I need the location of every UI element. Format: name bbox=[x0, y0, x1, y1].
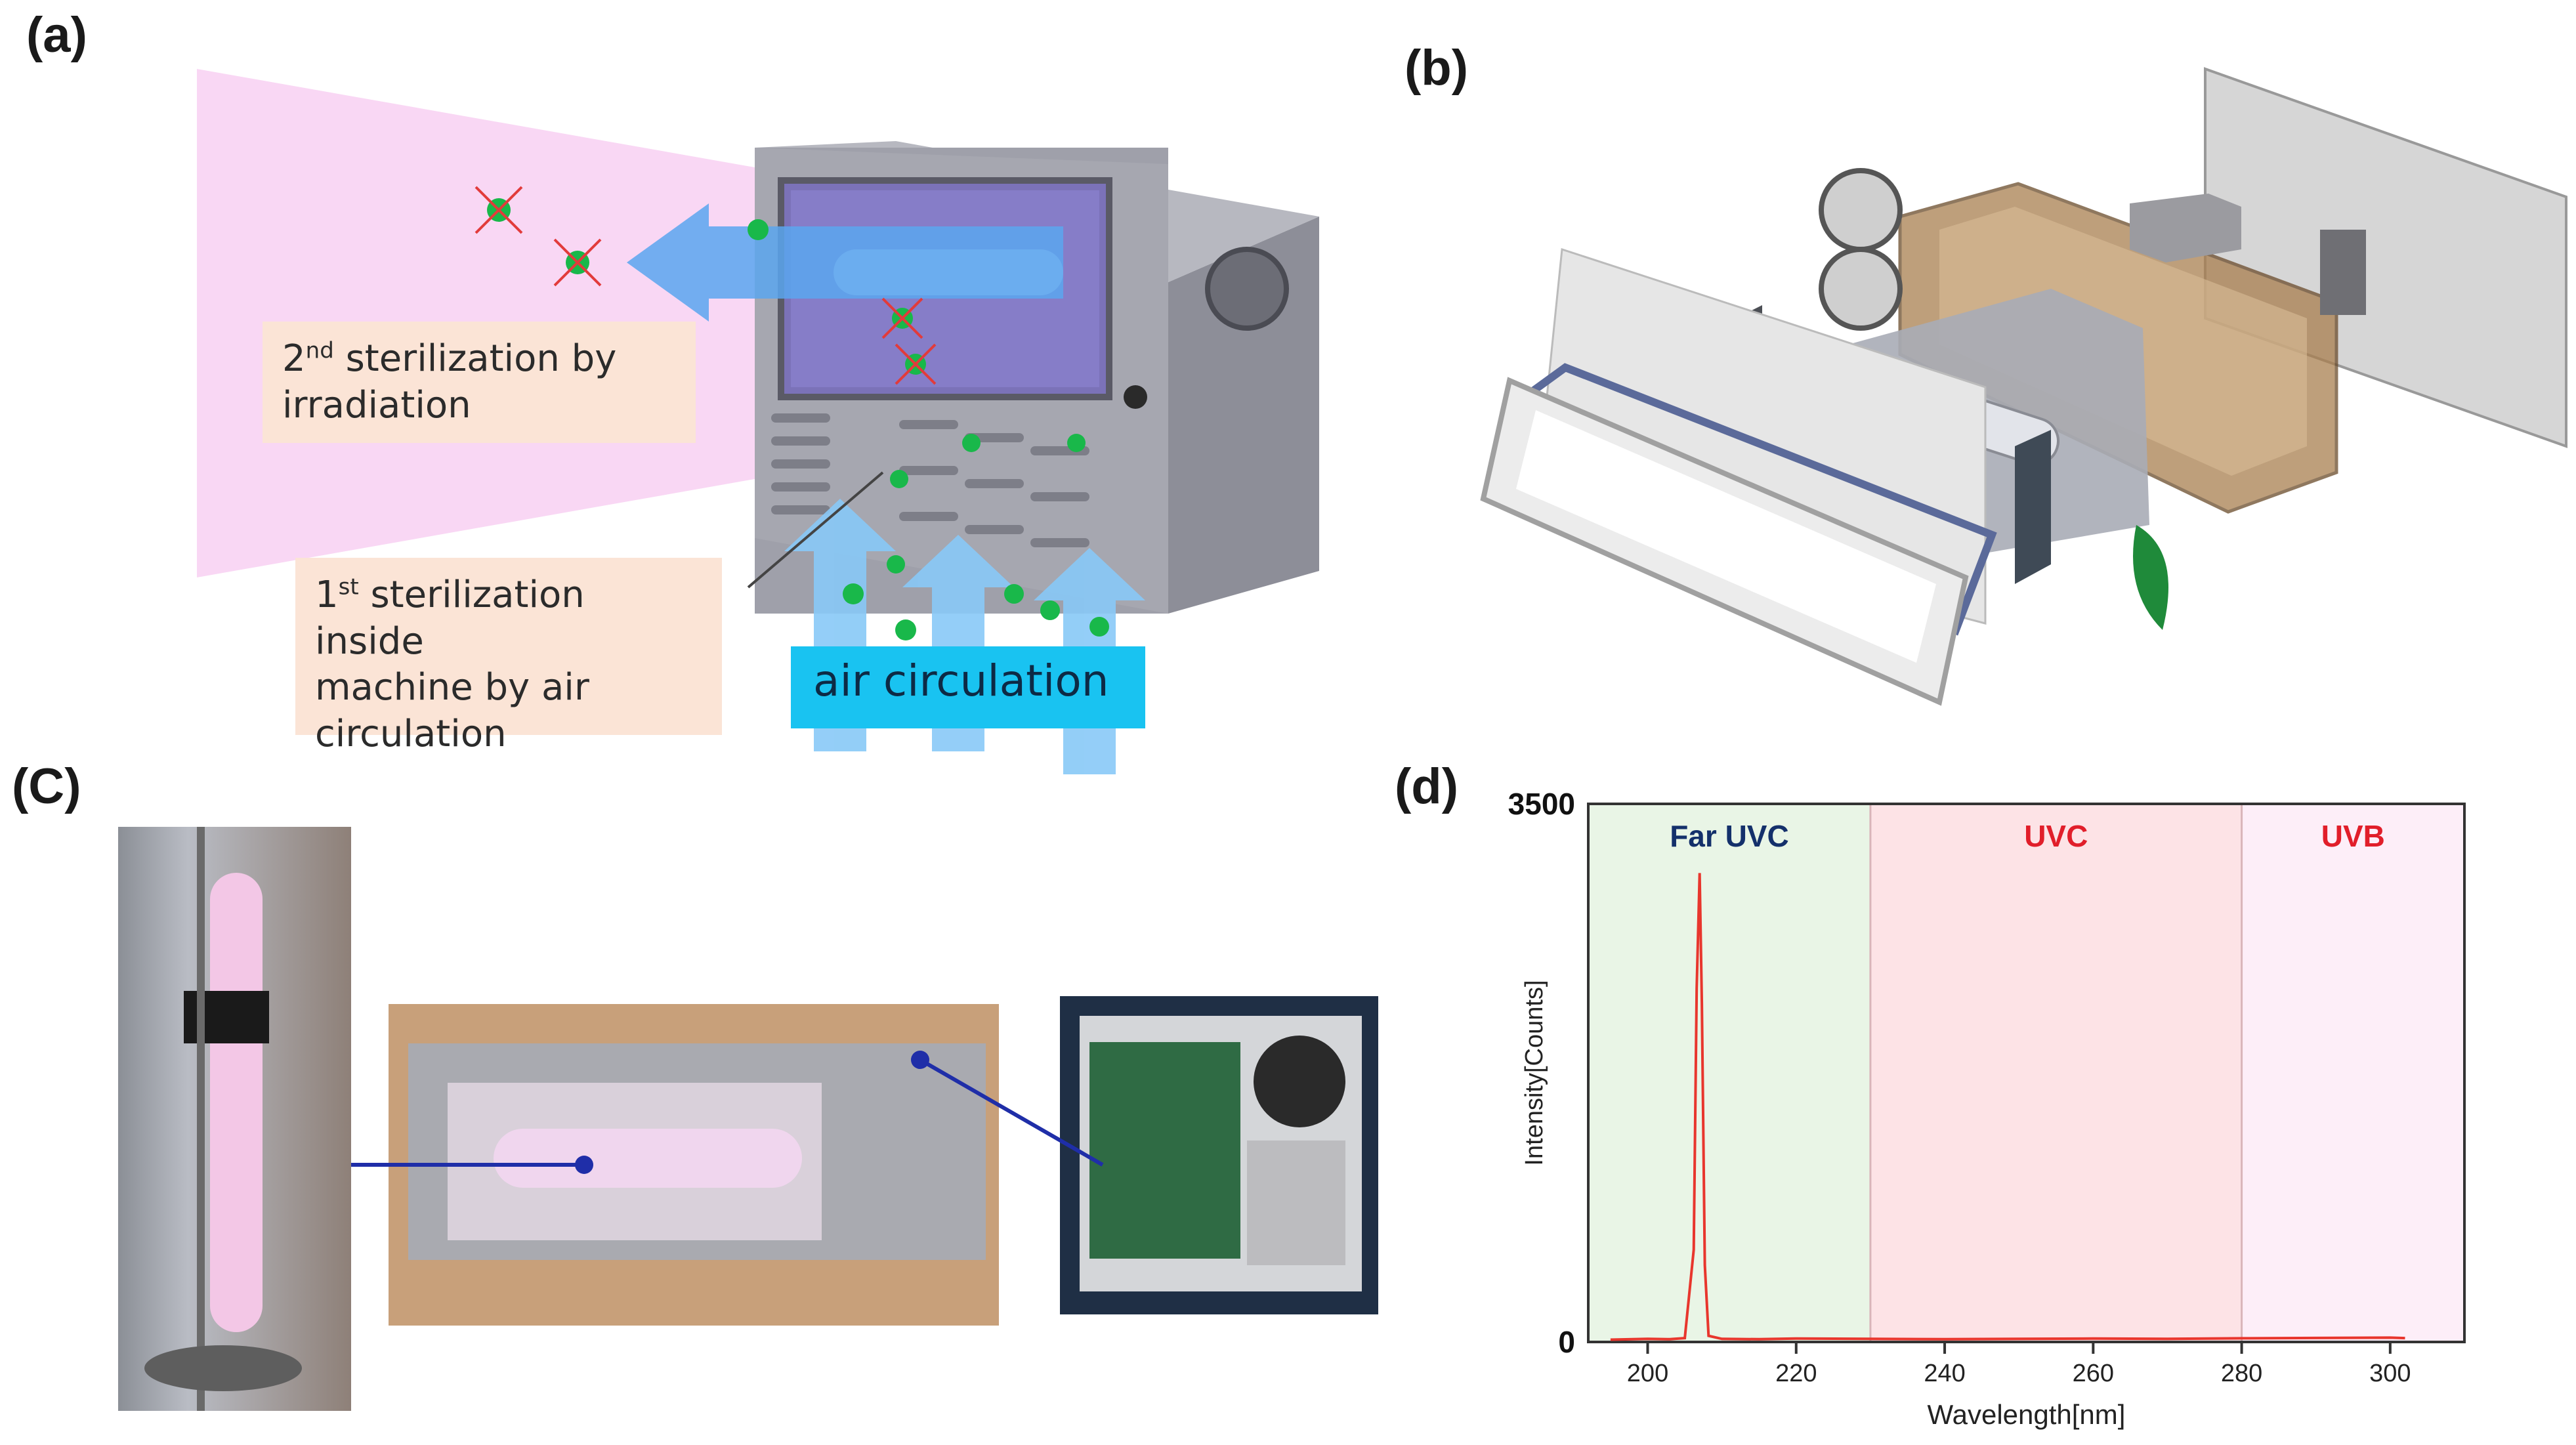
spectrum-chart: Far UVC UVC UVB 200 220 240 260 280 300 0 3500Wave… bbox=[1508, 787, 2466, 1430]
panel-label-a: (a) bbox=[26, 7, 87, 63]
x-tick-label-5: 300 bbox=[2369, 1360, 2411, 1387]
region-label-1: UVC bbox=[2024, 819, 2088, 853]
region-band-0 bbox=[1588, 804, 1870, 1342]
x-tick-label-0: 200 bbox=[1627, 1360, 1668, 1387]
lamp-photo bbox=[118, 827, 351, 1411]
kill-marks bbox=[475, 186, 937, 385]
x-axis-label: Wavelength[nm] bbox=[1928, 1399, 2126, 1430]
machine-side bbox=[1168, 217, 1319, 614]
region-band-2 bbox=[2241, 804, 2464, 1342]
panel-b-exploded-view bbox=[1480, 67, 2567, 706]
x-tick-label-1: 220 bbox=[1775, 1360, 1817, 1387]
panel-a-illustration bbox=[197, 69, 1319, 774]
device-photo bbox=[389, 1004, 999, 1326]
y-tick-label-1: 3500 bbox=[1508, 787, 1575, 821]
connector-lines bbox=[351, 1051, 1104, 1174]
y-tick-label-0: 0 bbox=[1558, 1325, 1575, 1359]
region-label-0: Far UVC bbox=[1670, 819, 1788, 853]
x-tick-label-4: 280 bbox=[2221, 1360, 2262, 1387]
plot-frame bbox=[1587, 803, 2466, 1343]
y-axis-label: Intensity[Counts] bbox=[1521, 980, 1548, 1165]
fan-icon bbox=[1819, 168, 1903, 252]
panel-label-d: (d) bbox=[1395, 759, 1459, 814]
series-line-0 bbox=[1610, 873, 2405, 1341]
x-tick-label-3: 260 bbox=[2073, 1360, 2114, 1387]
circuit-photo bbox=[1060, 996, 1378, 1314]
vent-slots bbox=[771, 413, 1089, 547]
fan-icon bbox=[1205, 247, 1289, 331]
callout-second-sterilization: 2nd sterilization by irradiation bbox=[263, 322, 696, 443]
callout-leader bbox=[747, 471, 884, 589]
region-label-2: UVB bbox=[2321, 819, 2385, 853]
panel-label-b: (b) bbox=[1404, 40, 1469, 96]
panel-label-c: (C) bbox=[12, 759, 81, 814]
x-tick-label-2: 240 bbox=[1924, 1360, 1965, 1387]
irradiation-arrow bbox=[627, 203, 1063, 322]
callout-first-sterilization: 1st sterilization inside machine by air … bbox=[295, 558, 722, 755]
region-band-1 bbox=[1870, 804, 2242, 1342]
air-circulation-label: air circulation bbox=[791, 646, 1145, 728]
